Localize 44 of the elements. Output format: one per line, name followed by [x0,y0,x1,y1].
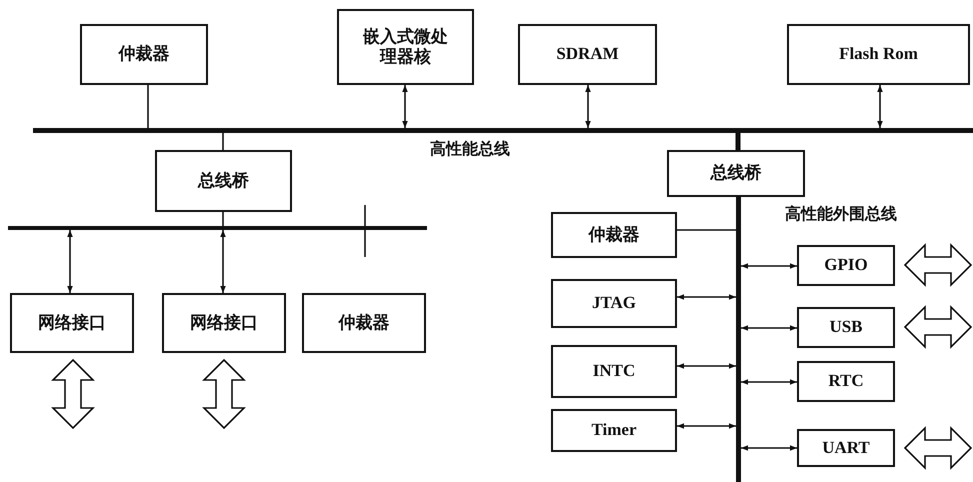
box-label: USB [829,317,863,338]
box-label: 仲裁器 [338,312,390,334]
arrow [67,230,73,293]
box-label: 仲裁器 [588,224,640,246]
box-label: RTC [828,371,864,392]
box-label: INTC [592,361,636,382]
box-label: 网络接口 [38,312,106,334]
arrow [741,263,797,269]
box-label: 仲裁器 [118,44,170,65]
arrow [220,230,226,293]
bus-bar [736,197,741,482]
arrow [677,294,736,300]
arrow [741,445,797,451]
box-label: Timer [591,420,636,441]
bus-bar [33,128,973,133]
box-label: SDRAM [556,44,619,65]
box-label: Flash Rom [839,44,918,65]
connector-line [736,133,740,150]
connector-line [222,212,224,226]
box-label: 嵌入式微处理器核 [362,26,449,68]
arrow [677,363,736,369]
bus-label: 高性能外围总线 [785,204,897,225]
box-label: GPIO [824,255,868,276]
connector-line [147,85,149,128]
bus-label: 高性能总线 [430,139,510,160]
double-arrow [904,243,972,287]
box-label: 网络接口 [190,312,258,334]
double-arrow [904,426,972,470]
box-label: 总线桥 [710,163,762,184]
arrow [741,325,797,331]
bus-bar [8,226,427,230]
box-label: JTAG [592,293,636,314]
double-arrow [202,358,246,430]
arrow [741,379,797,385]
arrow [585,85,591,128]
connector-line [222,133,224,150]
arrow [402,85,408,128]
box-label: 总线桥 [198,170,249,192]
double-arrow [904,305,972,349]
double-arrow [51,358,95,430]
box-label: UART [822,438,870,458]
arrow [677,423,736,429]
connector-line [677,229,736,231]
arrow [877,85,883,128]
